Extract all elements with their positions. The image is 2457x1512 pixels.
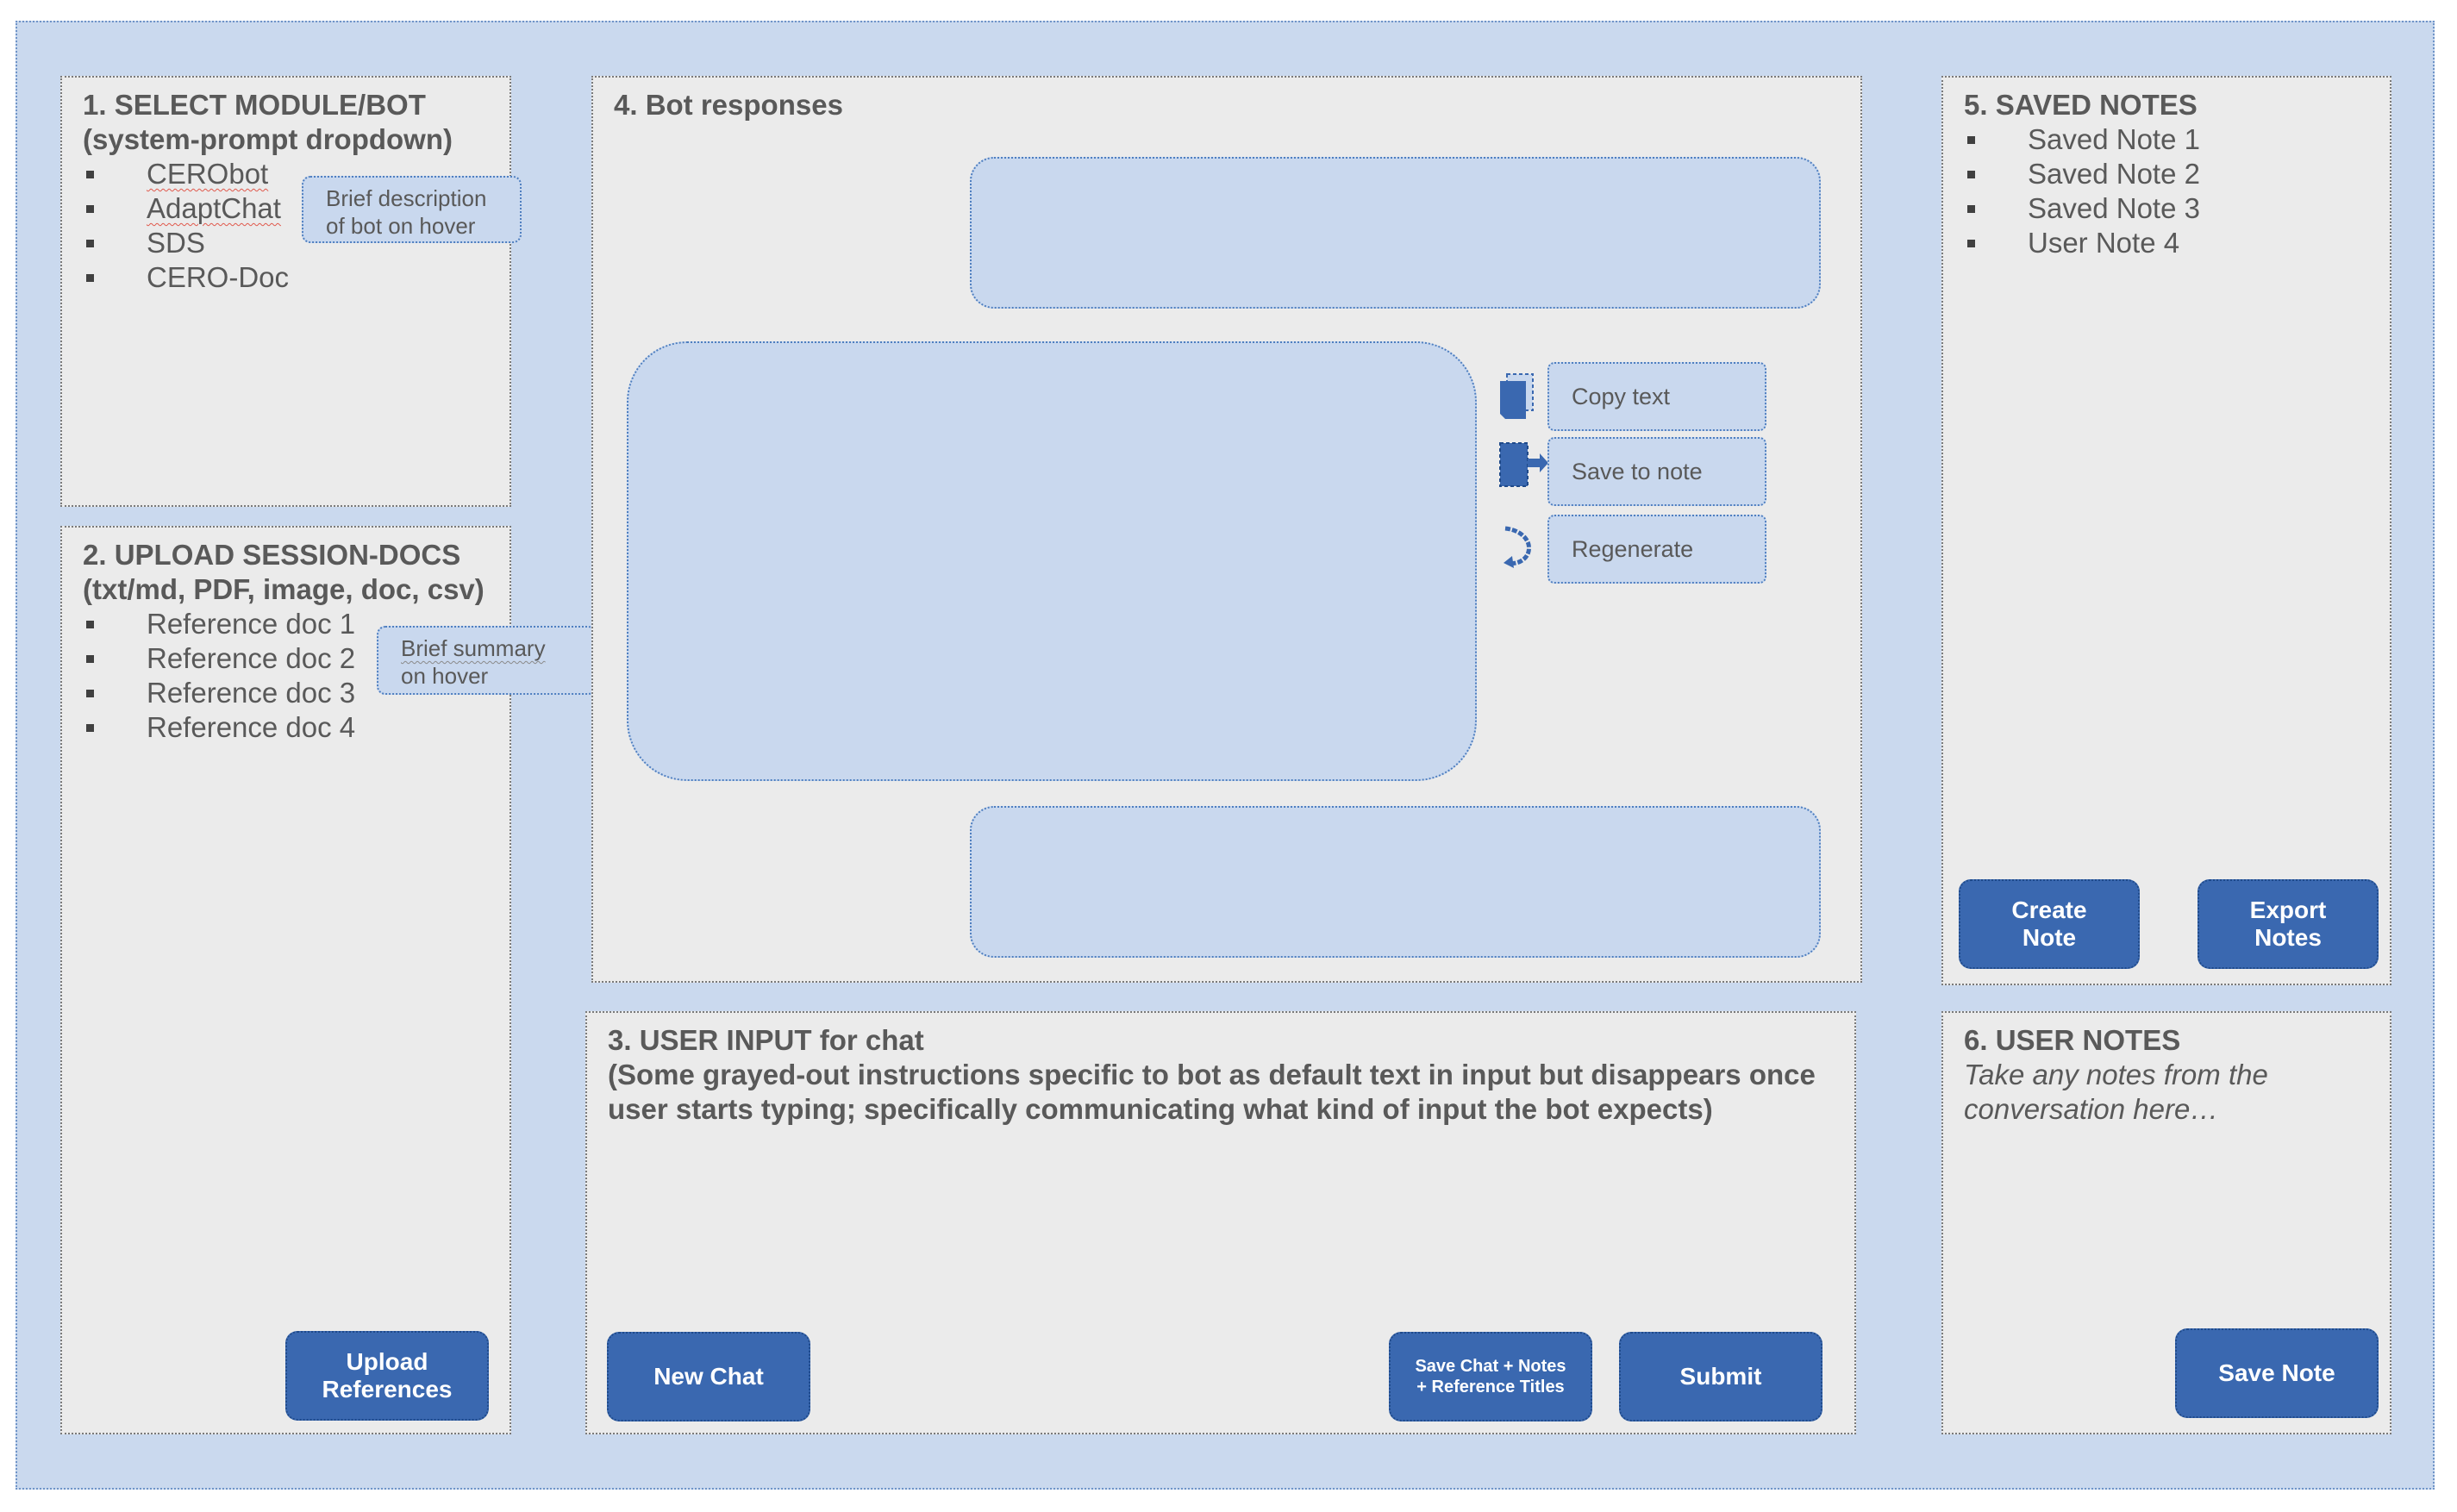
- user-notes-title: 6. USER NOTES: [1964, 1024, 2181, 1056]
- doc-list: Reference doc 1 Reference doc 2 Referenc…: [83, 607, 355, 745]
- saved-notes-panel: 5. SAVED NOTES Saved Note 1 Saved Note 2…: [1941, 76, 2391, 985]
- upload-references-button[interactable]: Upload References: [285, 1331, 489, 1421]
- upload-docs-title: 2. UPLOAD SESSION-DOCS (txt/md, PDF, ima…: [83, 539, 485, 605]
- save-note-button[interactable]: Save Note: [2175, 1328, 2379, 1418]
- save-to-note-icon[interactable]: [1498, 440, 1550, 490]
- bot-select-title: 1. SELECT MODULE/BOT (system-prompt drop…: [83, 89, 453, 155]
- user-input-title: 3. USER INPUT for chat: [608, 1024, 924, 1056]
- doc-item[interactable]: Reference doc 2: [83, 641, 355, 676]
- bot-item-cero-doc[interactable]: CERO-Doc: [83, 260, 289, 295]
- save-to-note-button[interactable]: Save to note: [1547, 437, 1766, 506]
- bot-list: CERObot AdaptChat SDS CERO-Doc: [83, 157, 289, 295]
- saved-notes-title: 5. SAVED NOTES: [1964, 89, 2198, 121]
- user-notes-input[interactable]: Take any notes from the conversation her…: [1964, 1059, 2268, 1125]
- saved-note-item[interactable]: Saved Note 1: [1964, 122, 2200, 157]
- chat-bubble-user: [970, 157, 1821, 309]
- doc-summary-tooltip: Brief summary on hover: [377, 626, 597, 695]
- export-notes-button[interactable]: Export Notes: [2198, 879, 2379, 969]
- doc-item[interactable]: Reference doc 3: [83, 676, 355, 710]
- create-note-button[interactable]: Create Note: [1959, 879, 2140, 969]
- bot-select-panel: 1. SELECT MODULE/BOT (system-prompt drop…: [60, 76, 511, 507]
- user-input-panel: 3. USER INPUT for chat (Some grayed-out …: [585, 1011, 1856, 1434]
- doc-item[interactable]: Reference doc 4: [83, 710, 355, 745]
- saved-note-item[interactable]: Saved Note 3: [1964, 191, 2200, 226]
- doc-item[interactable]: Reference doc 1: [83, 607, 355, 641]
- saved-note-item[interactable]: Saved Note 2: [1964, 157, 2200, 191]
- submit-button[interactable]: Submit: [1619, 1332, 1822, 1421]
- bot-description-tooltip: Brief description of bot on hover: [302, 176, 522, 243]
- bot-item-sds[interactable]: SDS: [83, 226, 289, 260]
- bot-item-adaptchat[interactable]: AdaptChat: [83, 191, 289, 226]
- saved-notes-list: Saved Note 1 Saved Note 2 Saved Note 3 U…: [1964, 122, 2200, 260]
- chat-bubble-user: [970, 806, 1821, 958]
- new-chat-button[interactable]: New Chat: [607, 1332, 810, 1421]
- bot-item-cerobot[interactable]: CERObot: [83, 157, 289, 191]
- copy-icon[interactable]: [1498, 372, 1536, 422]
- regenerate-icon[interactable]: [1498, 522, 1536, 572]
- save-chat-notes-button[interactable]: Save Chat + Notes + Reference Titles: [1389, 1332, 1592, 1421]
- chat-bubble-bot: [627, 341, 1477, 781]
- user-notes-panel: 6. USER NOTES Take any notes from the co…: [1941, 1011, 2391, 1434]
- saved-note-item[interactable]: User Note 4: [1964, 226, 2200, 260]
- input-placeholder-instructions[interactable]: (Some grayed-out instructions specific t…: [608, 1059, 1816, 1125]
- bot-responses-title: 4. Bot responses: [614, 89, 843, 121]
- copy-text-button[interactable]: Copy text: [1547, 362, 1766, 431]
- regenerate-button[interactable]: Regenerate: [1547, 515, 1766, 584]
